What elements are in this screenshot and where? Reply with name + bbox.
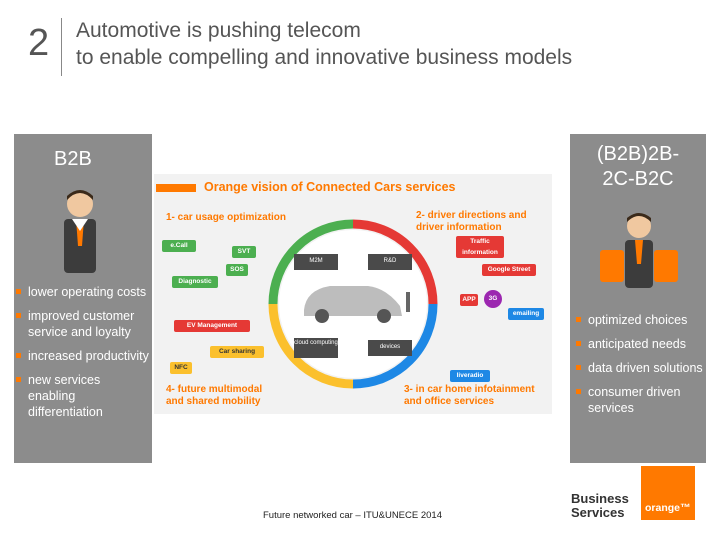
list-item: lower operating costs: [14, 284, 150, 300]
footer-text: Future networked car – ITU&UNECE 2014: [263, 510, 442, 521]
quadrant-4-label: 4- future multimodal and shared mobility: [166, 384, 262, 408]
slide-title: Automotive is pushing telecom to enable …: [76, 17, 572, 71]
list-item: new services enabling differentiation: [14, 372, 150, 420]
list-item: improved customer service and loyalty: [14, 308, 150, 340]
b2b-heading: B2B: [54, 148, 92, 170]
devices-tile: devices: [368, 340, 412, 356]
b2b2c-heading: (B2B)2B- 2C-B2C: [570, 142, 706, 192]
list-item: increased productivity: [14, 348, 150, 364]
emailing-badge: emailing: [508, 308, 544, 320]
b2b-bullet-list: lower operating costs improved customer …: [14, 284, 150, 428]
connected-cars-diagram: Orange vision of Connected Cars services…: [154, 174, 552, 414]
diagram-title: Orange vision of Connected Cars services: [204, 180, 456, 194]
business-services-line-1: Business: [571, 491, 629, 506]
liveradio-badge: liveradio: [450, 370, 490, 382]
quadrant-3-line-1: 3- in car home infotainment: [404, 384, 535, 395]
3g-badge: 3G: [484, 290, 502, 308]
svt-badge: SVT: [232, 246, 256, 258]
b2b2c-bullet-list: optimized choices anticipated needs data…: [574, 312, 706, 424]
diagnostic-badge: Diagnostic: [172, 276, 218, 288]
title-line-1: Automotive is pushing telecom: [76, 19, 361, 42]
list-item: data driven solutions: [574, 360, 706, 376]
orange-logo-text: orange™: [645, 502, 691, 514]
m2m-tile: M2M: [294, 254, 338, 270]
b2b2c-panel: (B2B)2B- 2C-B2C optimized choices antici…: [570, 134, 706, 463]
business-services-line-2: Services: [571, 505, 625, 520]
nfc-badge: NFC: [170, 362, 192, 374]
slide-number: 2: [28, 22, 50, 64]
quadrant-3-label: 3- in car home infotainment and office s…: [404, 384, 535, 408]
app-badge: APP: [460, 294, 478, 306]
cloud-computing-tile: cloud computing: [294, 338, 338, 358]
quadrant-2-label: 2- driver directions and driver informat…: [416, 210, 527, 234]
quadrant-2-line-1: 2- driver directions and: [416, 210, 527, 221]
list-item: anticipated needs: [574, 336, 706, 352]
ecall-badge: e.Call: [162, 240, 196, 252]
list-item: optimized choices: [574, 312, 706, 328]
title-divider: [61, 18, 62, 76]
businessman-with-tablets-icon: [600, 213, 678, 288]
b2b2c-heading-line-1: (B2B)2B-: [596, 143, 680, 165]
sos-badge: SOS: [226, 264, 248, 276]
quadrant-3-line-2: and office services: [404, 396, 495, 407]
google-street-badge: Google Street: [482, 264, 536, 276]
quadrant-2-line-2: driver information: [416, 222, 502, 233]
list-item: consumer driven services: [574, 384, 706, 416]
title-line-2: to enable compelling and innovative busi…: [76, 46, 573, 69]
businessman-icon: [64, 190, 96, 273]
traffic-information-badge: Traffic information: [456, 236, 504, 258]
b2b-panel: B2B lower operating costs improved custo…: [14, 134, 152, 463]
quadrant-4-line-1: 4- future multimodal: [166, 384, 263, 395]
car-sharing-badge: Car sharing: [210, 346, 264, 358]
quadrant-1-label: 1- car usage optimization: [166, 212, 287, 223]
b2b2c-heading-line-2: 2C-B2C: [602, 168, 674, 190]
ev-management-badge: EV Management: [174, 320, 250, 332]
rnd-tile: R&D: [368, 254, 412, 270]
orange-logo: orange™: [641, 466, 695, 520]
business-services-label: Business Services: [571, 492, 629, 520]
quadrant-4-line-2: and shared mobility: [166, 396, 261, 407]
title-accent-bar: [156, 184, 196, 192]
